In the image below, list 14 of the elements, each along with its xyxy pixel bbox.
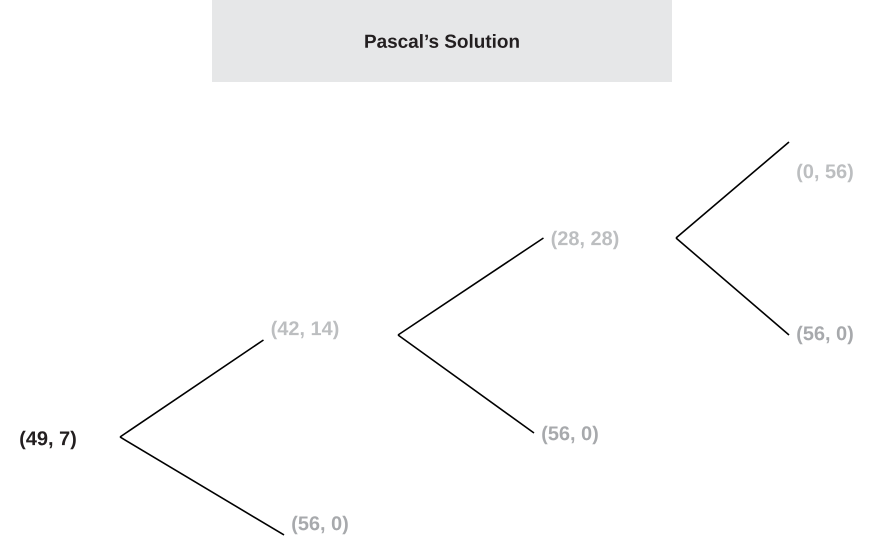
branch-line: [675, 141, 790, 239]
score-label: (49, 7): [20, 430, 76, 450]
score-label: (56, 0): [542, 426, 598, 444]
branch-line: [675, 237, 790, 336]
title-band: Pascal’s Solution: [212, 0, 672, 82]
score-label: (0, 56): [797, 164, 853, 182]
score-label: (42, 14): [272, 320, 338, 340]
score-label: (28, 28): [552, 230, 618, 250]
branch-line: [120, 436, 284, 536]
score-label: (56, 0): [292, 516, 348, 534]
branch-line: [398, 237, 544, 336]
score-label: (56, 0): [797, 326, 853, 344]
branch-line: [120, 339, 264, 438]
branch-line: [398, 334, 534, 434]
